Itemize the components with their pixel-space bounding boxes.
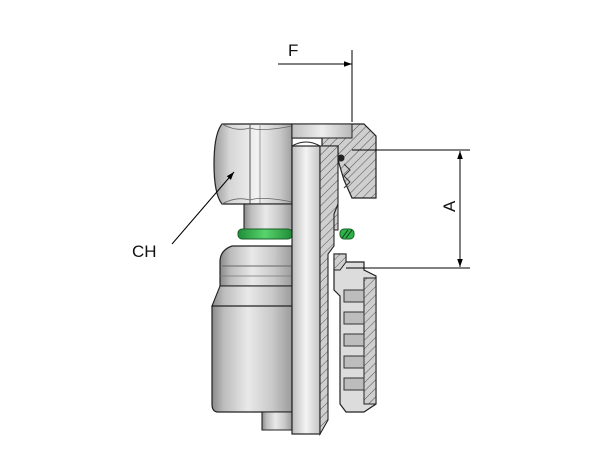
stem-bore [291,145,321,435]
hex-nut-outer [213,123,293,205]
dimension-f-label: F [288,41,298,60]
ferrule-wall-hatch [363,277,377,405]
o-ring [237,228,355,240]
neck-left [243,203,293,231]
nut-thread [343,163,351,189]
ferrule-tooth [343,311,365,325]
stem-nose [291,141,321,147]
nut-inner-face [291,123,353,139]
hex-chamfer-bottom [221,198,293,205]
hex-chamfer-top [221,123,293,130]
hex-nut [213,123,293,205]
ch-label: CH [132,242,157,261]
dimension-f: F [278,41,353,122]
stem [291,141,339,437]
dimension-a-label: A [440,200,459,212]
ferrule-teeth [343,289,365,391]
dimension-a: A [346,149,470,269]
ferrule-taper [211,285,293,307]
ferrule-tooth [343,377,365,391]
ch-leader-line [171,171,235,245]
nut-section [291,123,377,199]
stem-wall-section [319,145,339,437]
ferrule-body [211,245,293,431]
dimension-ch: CH [132,171,235,261]
ferrule-tooth [343,333,365,347]
ferrule-section [333,253,377,413]
ferrule-tooth [343,355,365,369]
ferrule-sleeve [211,305,293,413]
seal-ball [337,154,345,162]
ferrule-bottom-lip [261,411,293,431]
o-ring-left [237,228,293,240]
ferrule-collar-hatch [333,253,347,271]
o-ring-hatch [341,229,353,239]
ferrule-tooth [343,289,365,303]
